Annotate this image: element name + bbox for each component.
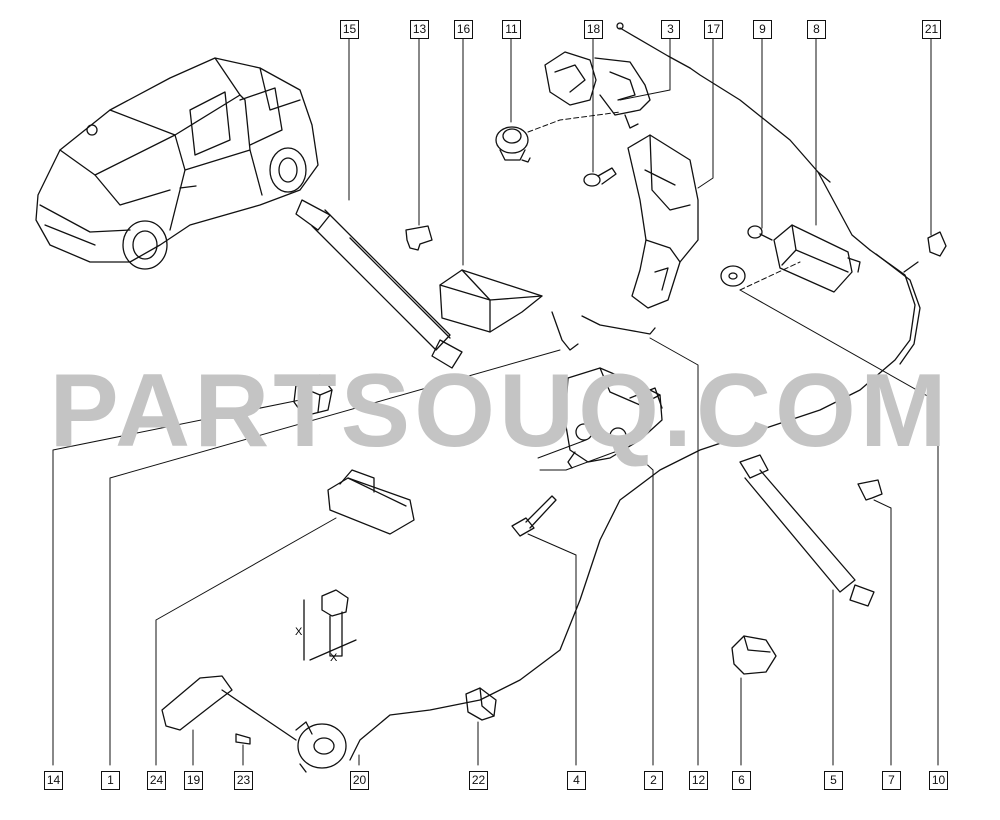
part-bolt-4	[511, 495, 557, 537]
callout-7: 7	[882, 771, 901, 790]
callout-13: 13	[410, 20, 429, 39]
callout-8: 8	[807, 20, 826, 39]
callout-3: 3	[661, 20, 680, 39]
part-screw-23	[235, 733, 251, 745]
part-rod-12	[551, 311, 656, 351]
part-block-16	[439, 269, 543, 333]
part-gas-strut-5	[739, 454, 875, 607]
callout-17: 17	[704, 20, 723, 39]
callout-18: 18	[584, 20, 603, 39]
part-gas-strut-15	[295, 199, 463, 369]
callout-12: 12	[689, 771, 708, 790]
callout-19: 19	[184, 771, 203, 790]
part-bracket-17	[627, 134, 699, 309]
part-grommet-11	[495, 126, 531, 163]
callout-16: 16	[454, 20, 473, 39]
part-handle-19	[161, 675, 297, 741]
callout-2: 2	[644, 771, 663, 790]
part-lock-2	[564, 367, 663, 469]
callout-5: 5	[824, 771, 843, 790]
dimension-x-lower: X	[330, 652, 338, 664]
callout-10: 10	[929, 771, 948, 790]
callout-21: 21	[922, 20, 941, 39]
part-lamp-24	[327, 469, 415, 535]
dimension-x-upper: X	[295, 626, 303, 638]
callout-15: 15	[340, 20, 359, 39]
part-washer	[720, 265, 746, 287]
callout-6: 6	[732, 771, 751, 790]
part-clip-21	[903, 231, 947, 273]
leader-lines	[52, 37, 939, 766]
callout-1: 1	[101, 771, 120, 790]
part-bolt-dimension	[303, 589, 357, 661]
callout-14: 14	[44, 771, 63, 790]
part-cable-upper	[349, 67, 921, 761]
part-screw-18	[583, 167, 617, 187]
part-switch-14	[293, 374, 333, 417]
vehicle-illustration	[35, 57, 319, 270]
callout-23: 23	[234, 771, 253, 790]
part-actuator-8	[773, 224, 861, 293]
watermark: PARTSOUQ.COM	[49, 353, 951, 469]
part-clip-7	[857, 479, 883, 501]
part-button-6	[731, 635, 777, 675]
part-release-20	[295, 721, 347, 773]
callout-9: 9	[753, 20, 772, 39]
callout-24: 24	[147, 771, 166, 790]
callout-4: 4	[567, 771, 586, 790]
part-clip-22	[465, 687, 497, 721]
callout-22: 22	[469, 771, 488, 790]
part-clip-13	[405, 225, 433, 251]
callout-11: 11	[502, 20, 521, 39]
part-screw-9	[747, 225, 773, 241]
callout-20: 20	[350, 771, 369, 790]
